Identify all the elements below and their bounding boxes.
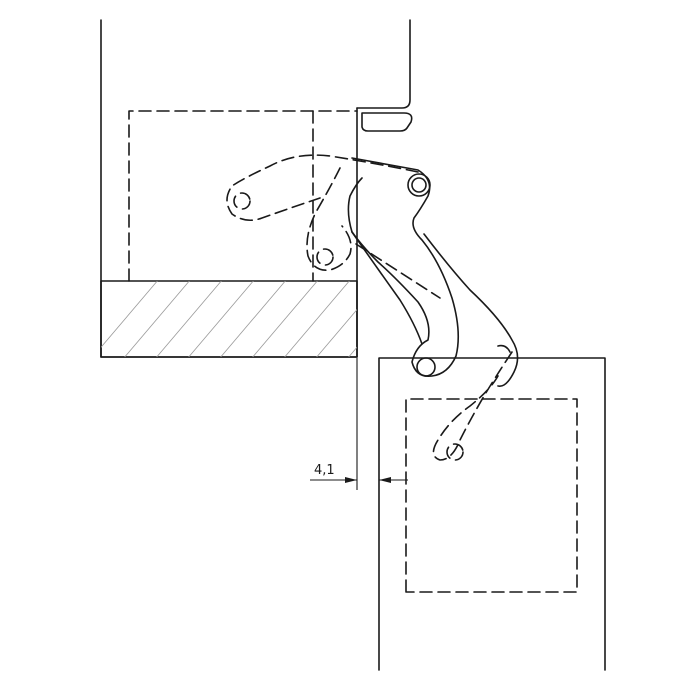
lower-mortise-pocket xyxy=(405,398,578,593)
dimension-arrow-right xyxy=(379,477,391,483)
hinge-lower-pivot xyxy=(416,357,436,377)
hinge-pivot-outer xyxy=(407,173,431,197)
gap-dimension: 4,1 xyxy=(310,358,408,490)
hinge-dashed-pivot-lower xyxy=(446,443,464,461)
lower-panel-outline xyxy=(378,357,606,671)
hinge-arm-secondary-end xyxy=(497,344,511,353)
hinge-dashed-pivot-top xyxy=(233,192,251,210)
hinge-dashed-pivot-middle xyxy=(316,248,334,266)
upper-pocket-outline xyxy=(128,110,358,282)
hinge-dashed-arm-middle xyxy=(306,167,352,272)
upper-panel-outline xyxy=(100,19,358,358)
magnet-slot xyxy=(361,112,413,132)
hatched-section xyxy=(100,280,358,358)
hinge-dashed-arm-lower xyxy=(432,351,513,461)
lower-panel xyxy=(378,357,606,671)
hatch-lines xyxy=(101,281,357,357)
hinge-arm-primary xyxy=(347,157,460,378)
upper-panel-top-edge xyxy=(356,19,411,109)
hinge-open-position xyxy=(347,157,519,388)
dimension-label: 4,1 xyxy=(314,463,335,478)
upper-panel xyxy=(100,19,411,358)
hinge-dashed-arm-top xyxy=(226,154,419,222)
dimension-arrow-left xyxy=(345,477,357,483)
upper-mortise-pocket xyxy=(128,110,358,282)
hinge-closed-position xyxy=(226,154,513,461)
hinge-arm-secondary xyxy=(423,233,519,388)
hatched-section-outline xyxy=(100,280,358,358)
hinge-dashed-link xyxy=(355,243,441,299)
hinge-pivot-inner xyxy=(411,177,427,193)
